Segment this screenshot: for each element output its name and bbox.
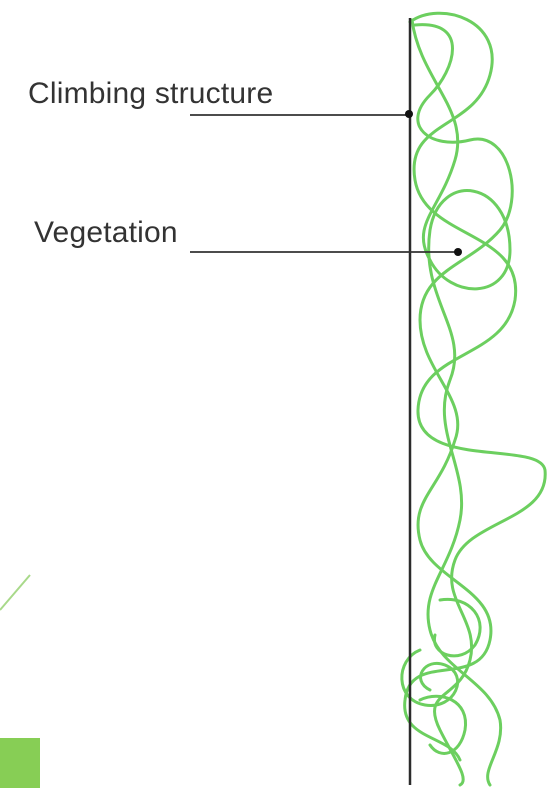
climbing-structure-pointer (190, 110, 413, 118)
climbing-structure-dot (405, 110, 413, 118)
corner-accent (0, 575, 40, 788)
climbing-structure-label: Climbing structure (28, 77, 273, 111)
vegetation-pointer (190, 248, 462, 256)
vine-tendril-3 (434, 599, 480, 656)
vine-path-1 (410, 13, 545, 785)
vegetation-dot (454, 248, 462, 256)
vegetation-label: Vegetation (34, 216, 178, 250)
vegetation-vines (402, 13, 545, 785)
